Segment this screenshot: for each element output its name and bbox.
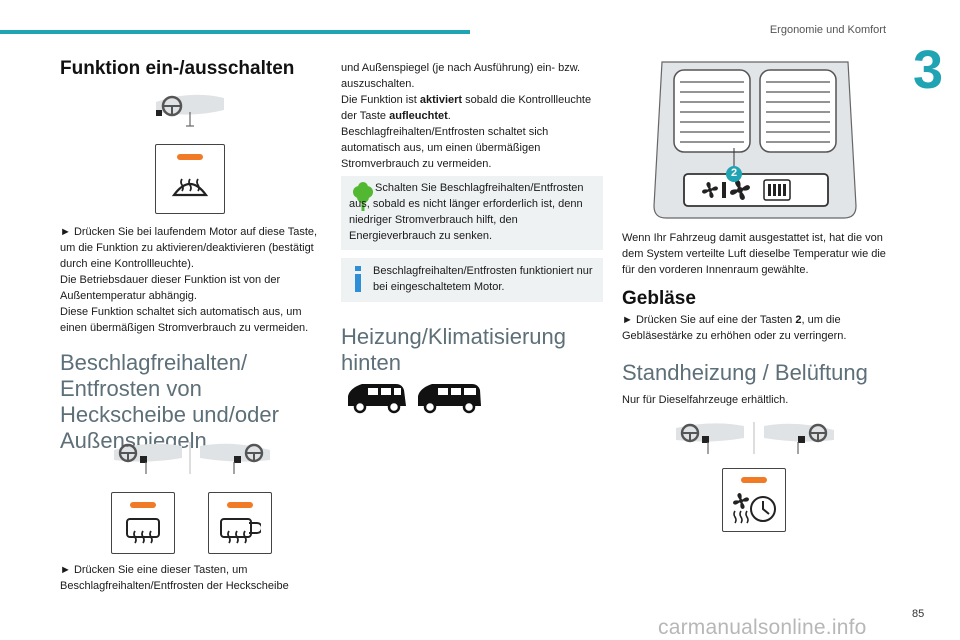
- paragraph: Diese Funktion schaltet sich automatisch…: [60, 306, 309, 334]
- steering-wheel-dashboard-icon: [676, 422, 834, 454]
- text-run: .: [447, 110, 451, 122]
- rear-air-vent-icon: [653, 61, 857, 219]
- text-block-rear-air: Wenn Ihr Fahrzeug damit ausgestattet ist…: [622, 230, 892, 278]
- heading-blower: Gebläse: [622, 288, 696, 309]
- eco-note: Schalten Sie Beschlagfreihalten/Entfrost…: [341, 176, 603, 250]
- paragraph: ► Drücken Sie eine dieser Tasten, um Bes…: [60, 564, 289, 592]
- steering-wheel-dashboard-icon: [156, 94, 224, 127]
- info-note-text: Beschlagfreihalten/Entfrosten funktionie…: [373, 265, 593, 293]
- text-block-defrost-cont: und Außenspiegel (je nach Ausführung) ei…: [341, 60, 603, 172]
- eco-note-text: Schalten Sie Beschlagfreihalten/Entfrost…: [349, 182, 584, 242]
- paragraph: Wenn Ihr Fahrzeug damit ausgestattet ist…: [622, 232, 886, 276]
- text-block-rear-defrost: ► Drücken Sie eine dieser Tasten, um Bes…: [60, 562, 322, 594]
- heading-rear-defrost: Beschlagfreihalten/ Entfrosten von Hecks…: [60, 350, 279, 453]
- heading-rear-climate: Heizung/Klimatisierung hinten: [341, 324, 566, 375]
- info-icon: [355, 266, 361, 292]
- page-number: 85: [912, 608, 925, 620]
- indicator-led: [130, 502, 156, 508]
- paragraph: ► Drücken Sie auf eine der Tasten 2, um …: [622, 312, 892, 344]
- eco-tree-icon: [353, 182, 373, 211]
- heading-function-toggle: Funktion ein-/ausschalten: [60, 58, 295, 79]
- info-note: Beschlagfreihalten/Entfrosten funktionie…: [341, 258, 603, 302]
- text-bold: aktiviert: [419, 94, 463, 106]
- text-block-blower: ► Drücken Sie auf eine der Tasten 2, um …: [622, 312, 892, 344]
- fan-speed-bars-icon: [763, 179, 791, 201]
- windscreen-defrost-button[interactable]: [155, 144, 225, 214]
- header-accent-bar: [0, 30, 470, 34]
- indicator-led: [177, 154, 203, 160]
- watermark: carmanualsonline.info: [658, 616, 867, 639]
- rear-window-defrost-button[interactable]: [111, 492, 175, 554]
- mirror-defrost-button[interactable]: [208, 492, 272, 554]
- van-long-icon: [418, 384, 481, 414]
- text-bold: 2: [795, 314, 802, 326]
- van-short-icon: [348, 384, 406, 414]
- section-title: Ergonomie und Komfort: [769, 24, 886, 36]
- paragraph: ► Drücken Sie bei laufendem Motor auf di…: [60, 226, 318, 270]
- indicator-led: [227, 502, 253, 508]
- text-run: Die Funktion ist: [341, 94, 420, 106]
- rear-window-defrost-icon: [126, 518, 160, 544]
- text-run: ► Drücken Sie auf eine der Tasten: [622, 314, 796, 326]
- fan-icon: [702, 182, 718, 198]
- text-bold: aufleuchtet: [389, 110, 448, 122]
- auxiliary-heating-button[interactable]: [722, 468, 786, 532]
- text-run: sobald die Kontrollleuchte der Taste: [341, 94, 592, 122]
- callout-number: 2: [730, 167, 738, 179]
- indicator-led: [741, 477, 767, 483]
- paragraph: Die Funktion ist aktiviert sobald die Ko…: [341, 92, 603, 124]
- paragraph: Nur für Dieselfahrzeuge erhältlich.: [622, 394, 789, 406]
- windscreen-defrost-icon: [171, 178, 209, 197]
- mirror-defrost-icon: [220, 518, 261, 544]
- steering-wheel-dashboard-icon: [114, 442, 270, 474]
- paragraph: und Außenspiegel (je nach Ausführung) ei…: [341, 62, 581, 90]
- fan-timer-icon: [733, 493, 776, 524]
- text-block-function: ► Drücken Sie bei laufendem Motor auf di…: [60, 224, 322, 336]
- text-block-aux: Nur für Dieselfahrzeuge erhältlich.: [622, 392, 892, 408]
- paragraph: Beschlagfreihalten/Entfrosten schaltet s…: [341, 126, 549, 170]
- heading-auxiliary-heating: Standheizung / Belüftung: [622, 360, 868, 385]
- paragraph: Die Betriebsdauer dieser Funktion ist vo…: [60, 274, 281, 302]
- text-run: , um die Gebläsestärke zu erhöhen oder z…: [622, 314, 847, 342]
- chapter-number: 3: [912, 40, 944, 100]
